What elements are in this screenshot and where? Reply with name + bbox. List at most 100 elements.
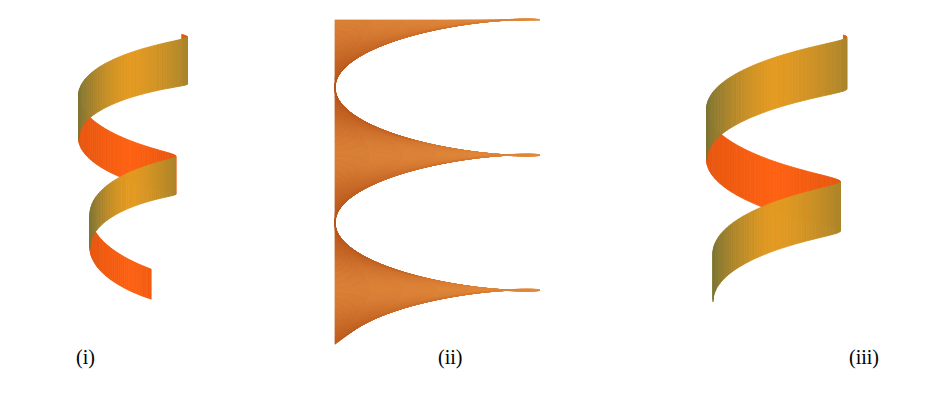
ribbon-facet [836,184,838,234]
ribbon-facet [762,157,765,208]
ribbon-facet [150,269,152,300]
helicoid-facet [369,288,403,289]
ribbon-facet [741,70,744,122]
ribbon-facet [119,56,122,102]
ribbon-facet [750,66,753,118]
helicoid-facet [403,153,437,154]
ribbon-facet [186,36,187,84]
ribbon-facet [846,38,847,90]
ribbon-facet [845,38,846,90]
ribbon-facet [151,46,154,92]
ribbon-facet [174,157,176,195]
ribbon-facet [765,158,768,209]
ribbon-facet [116,57,119,103]
ribbon-facet [186,37,187,84]
ribbon-facet [796,194,799,244]
ribbon-facet [129,172,131,209]
ribbon-facet [130,52,133,98]
helicoid-facet [437,153,471,155]
ribbon-facet [795,51,798,103]
helicoid-facet [352,180,370,185]
ribbon-facet [154,45,157,91]
ribbon-facet [780,55,783,107]
helicoid-facet [351,45,369,50]
ribbon-facet [793,195,796,245]
ribbon-facet [804,48,807,100]
ribbon-facet [835,184,837,233]
ribbon-facet [175,156,176,194]
ribbon-facet [839,182,840,232]
ribbon-facet [110,60,113,106]
ribbon-facet [760,207,763,257]
ribbon-facet [789,52,792,104]
helicoid-facet [335,226,337,229]
ribbon-facet [755,63,758,115]
ribbon-facet [145,47,148,93]
helicoid-facet [335,224,336,227]
ribbon-facet [768,203,771,253]
ribbon-facet [810,47,813,99]
helicoid-facet [418,164,440,169]
ribbon-facet [839,182,840,232]
helicoid-facet [335,222,336,223]
ribbon-facet [127,53,130,99]
ribbon-facet [136,50,139,96]
ribbon-facet [157,44,160,90]
ribbon-facet [744,68,747,120]
ribbon-facet [185,38,187,85]
ribbon-facet [184,38,186,85]
helicoid-facet [335,184,352,189]
helicoid-facet [369,152,403,154]
helicoid-facet [335,87,336,88]
ribbon-facet [108,61,111,107]
ribbon-facet [837,183,839,233]
ribbon-facet [843,39,845,91]
helicoid-facet [335,87,336,89]
ribbon-facet [765,204,768,254]
ribbon-facet [121,137,124,179]
helicoid-facet [369,311,389,316]
ribbon-facet [840,182,841,232]
helicoid-facet [436,288,471,289]
ribbon-facet [767,159,770,210]
ribbon-facet [148,46,151,92]
helicoid-facet [403,288,437,290]
ribbon-facet [768,59,771,111]
helicoid-facet [437,289,471,291]
ribbon-facet [762,206,765,256]
ribbon-facet [175,157,176,195]
ribbon-facet [172,158,174,196]
helicoid-facet [335,87,336,90]
ribbon-facet [759,155,762,206]
ribbon-facet [124,138,127,180]
ribbon-facet [777,56,780,108]
helicoid-facet [369,153,403,154]
helicoid-facet [352,315,371,320]
helicoid-facet [335,90,336,93]
helicoid-facet [369,286,403,288]
helicoid-facet [403,153,437,154]
ribbon-facet [785,198,788,248]
ribbon-facet [782,198,785,248]
ribbon-facet [757,208,760,258]
ribbon-facet [783,54,786,106]
ribbon-facet [745,149,748,200]
helicoid-surface [335,19,540,344]
ribbon-facet [844,38,846,90]
ribbon-facet [756,154,759,205]
helicoid-facet [437,153,471,154]
ribbon-facet [750,152,753,203]
helicoid-facet [403,287,437,288]
ribbon-facet [753,65,756,117]
ribbon-facet [764,60,767,112]
helical-ribbon [707,35,847,302]
helicoid-facet [335,319,353,324]
helicoid-facet [335,87,336,89]
helicoid-facet [335,87,336,89]
helicoid-facet [369,151,403,153]
ribbon-facet [747,67,750,119]
ribbon-facet [779,199,782,249]
helicoid-facet [337,98,339,101]
helicoid-facet [416,29,438,34]
